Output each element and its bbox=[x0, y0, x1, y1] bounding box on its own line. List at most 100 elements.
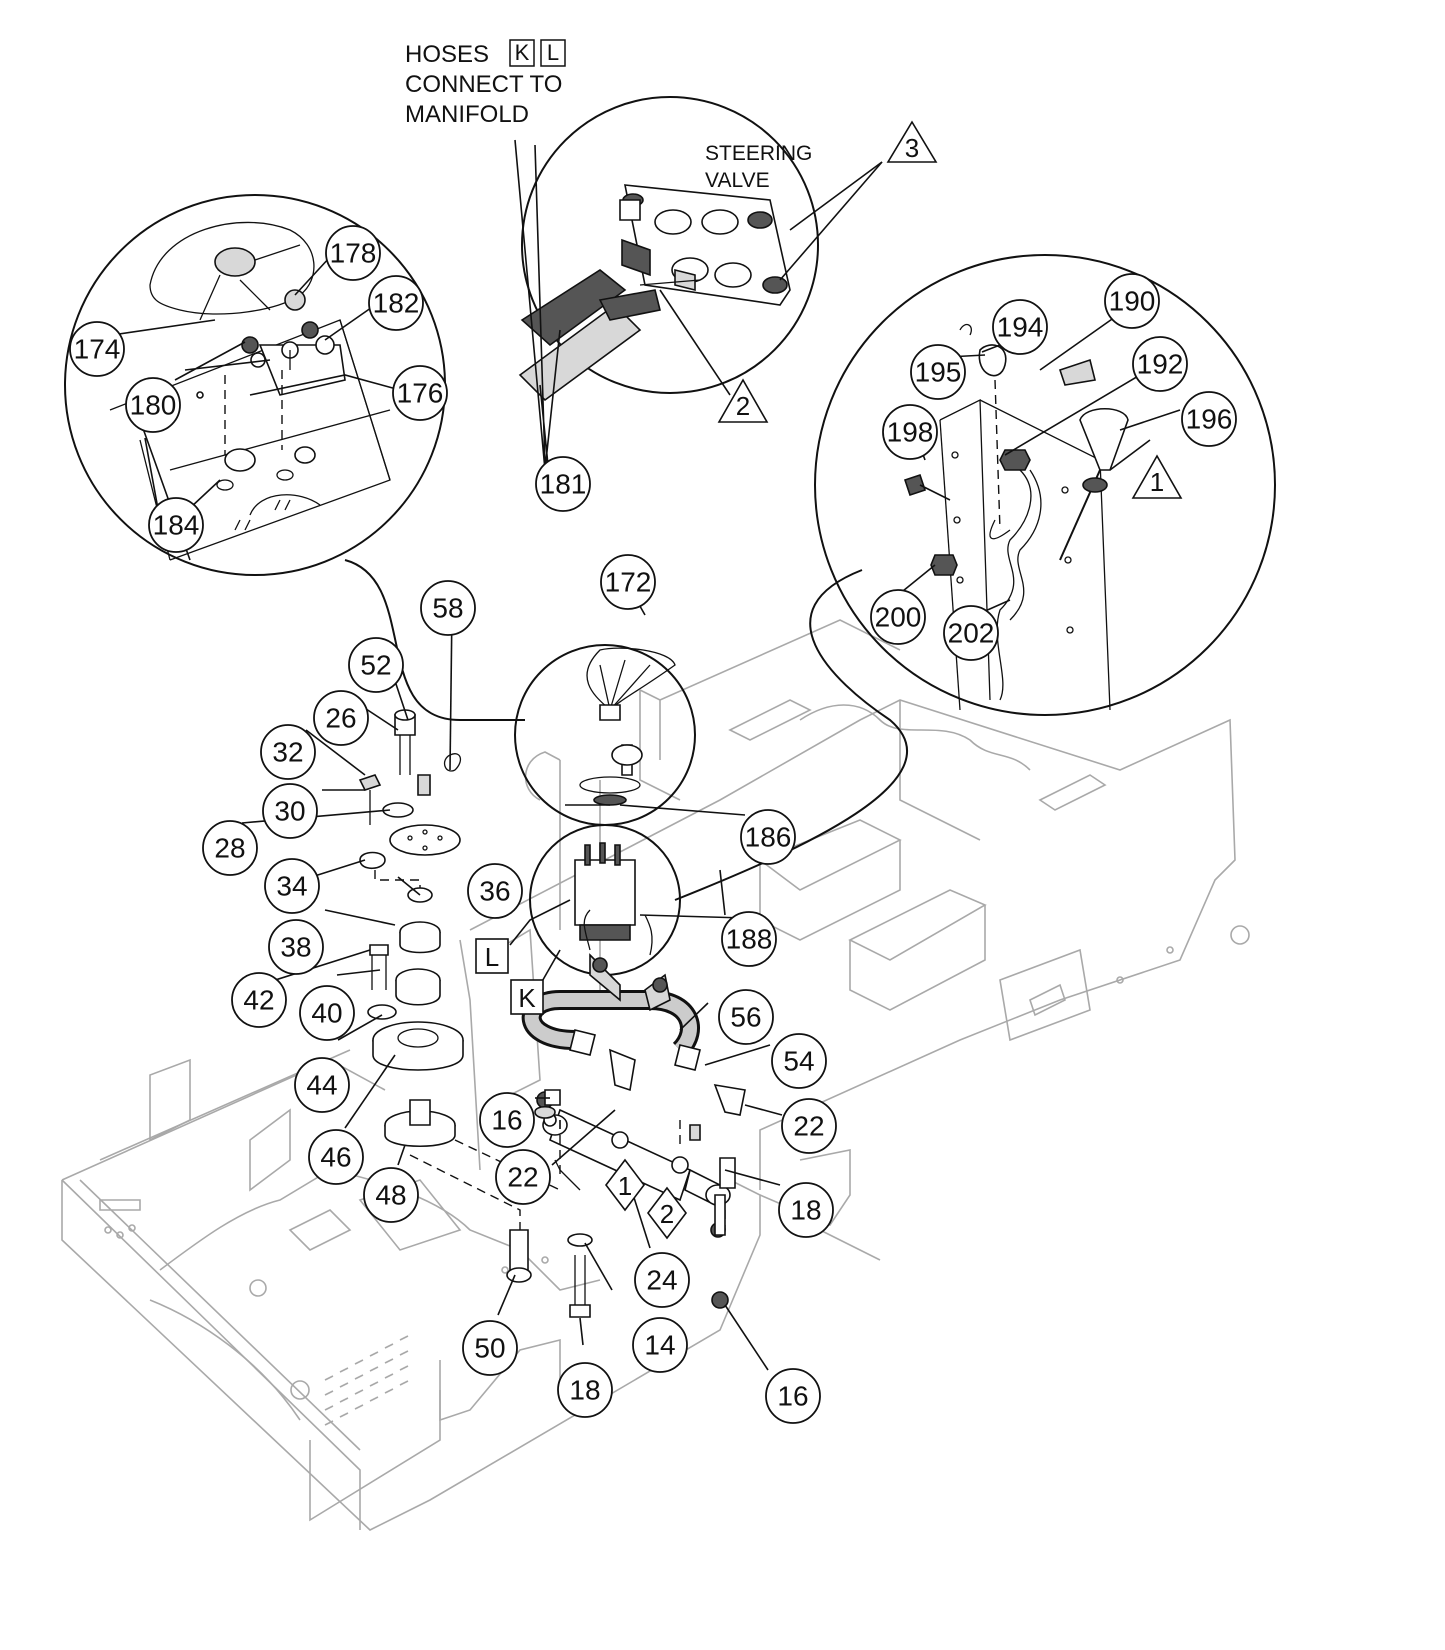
callout-180: 180 bbox=[125, 377, 181, 433]
pedestal-stack bbox=[358, 709, 729, 1318]
callout-32: 32 bbox=[260, 724, 316, 780]
svg-text:186: 186 bbox=[745, 822, 792, 853]
detail-steering-valve bbox=[518, 96, 819, 402]
svg-text:32: 32 bbox=[272, 737, 303, 768]
callout-176: 176 bbox=[392, 365, 448, 421]
callout-30: 30 bbox=[262, 783, 318, 839]
svg-text:2: 2 bbox=[736, 391, 750, 421]
box-l: L bbox=[475, 938, 509, 974]
note-line-1: HOSES bbox=[405, 41, 489, 68]
callout-34: 34 bbox=[264, 858, 320, 914]
svg-text:42: 42 bbox=[243, 985, 274, 1016]
callout-36: 36 bbox=[467, 863, 523, 919]
callout-18-upper: 18 bbox=[778, 1182, 834, 1238]
svg-text:L: L bbox=[485, 942, 499, 972]
svg-text:38: 38 bbox=[280, 932, 311, 963]
svg-text:1: 1 bbox=[1150, 467, 1164, 497]
machine-frame bbox=[61, 619, 1250, 1531]
svg-text:202: 202 bbox=[948, 618, 995, 649]
svg-text:174: 174 bbox=[74, 334, 121, 365]
svg-text:54: 54 bbox=[783, 1046, 814, 1077]
callout-181: 181 bbox=[535, 456, 591, 512]
callout-202: 202 bbox=[943, 605, 999, 661]
svg-text:16: 16 bbox=[777, 1381, 808, 1412]
callout-38: 38 bbox=[268, 919, 324, 975]
svg-text:172: 172 bbox=[605, 567, 652, 598]
triangle-2: 2 bbox=[717, 378, 769, 423]
detail-steering-wheel bbox=[64, 194, 446, 576]
callout-190: 190 bbox=[1104, 273, 1160, 329]
svg-text:22: 22 bbox=[793, 1111, 824, 1142]
svg-text:36: 36 bbox=[479, 876, 510, 907]
callout-54: 54 bbox=[771, 1033, 827, 1089]
svg-text:24: 24 bbox=[646, 1265, 677, 1296]
svg-text:194: 194 bbox=[997, 312, 1044, 343]
steering-valve-line-2: VALVE bbox=[705, 169, 770, 192]
svg-text:192: 192 bbox=[1137, 349, 1184, 380]
diamond-1: 1 bbox=[604, 1158, 646, 1212]
note-box-l: L bbox=[547, 40, 559, 65]
svg-text:16: 16 bbox=[491, 1105, 522, 1136]
callout-44: 44 bbox=[294, 1057, 350, 1113]
callout-194: 194 bbox=[992, 299, 1048, 355]
callout-188: 188 bbox=[721, 911, 777, 967]
callout-46: 46 bbox=[308, 1129, 364, 1185]
callout-200: 200 bbox=[870, 589, 926, 645]
svg-text:190: 190 bbox=[1109, 286, 1156, 317]
detail-lever-wiring bbox=[814, 254, 1276, 716]
svg-text:48: 48 bbox=[375, 1180, 406, 1211]
callout-56: 56 bbox=[718, 989, 774, 1045]
callout-198: 198 bbox=[882, 404, 938, 460]
svg-text:22: 22 bbox=[507, 1162, 538, 1193]
svg-text:3: 3 bbox=[905, 133, 919, 163]
svg-text:198: 198 bbox=[887, 417, 934, 448]
svg-text:52: 52 bbox=[360, 650, 391, 681]
svg-text:178: 178 bbox=[330, 238, 377, 269]
svg-text:184: 184 bbox=[153, 510, 200, 541]
steering-valve-label: STEERING VALVE bbox=[705, 142, 812, 192]
svg-text:K: K bbox=[518, 983, 536, 1013]
svg-text:56: 56 bbox=[730, 1002, 761, 1033]
svg-text:196: 196 bbox=[1186, 404, 1233, 435]
detail-column-lower bbox=[529, 824, 681, 976]
svg-text:58: 58 bbox=[432, 593, 463, 624]
callout-24: 24 bbox=[634, 1252, 690, 1308]
callout-26: 26 bbox=[313, 690, 369, 746]
svg-text:181: 181 bbox=[540, 469, 587, 500]
svg-text:50: 50 bbox=[474, 1333, 505, 1364]
diamond-2: 2 bbox=[646, 1186, 688, 1240]
callout-184: 184 bbox=[148, 497, 204, 553]
callout-192: 192 bbox=[1132, 336, 1188, 392]
callout-40: 40 bbox=[299, 985, 355, 1041]
svg-text:46: 46 bbox=[320, 1142, 351, 1173]
svg-text:176: 176 bbox=[397, 378, 444, 409]
callout-16-upper: 16 bbox=[479, 1092, 535, 1148]
svg-text:200: 200 bbox=[875, 602, 922, 633]
callout-195: 195 bbox=[910, 344, 966, 400]
svg-text:44: 44 bbox=[306, 1070, 337, 1101]
svg-text:182: 182 bbox=[373, 288, 420, 319]
callout-174: 174 bbox=[69, 321, 125, 377]
callout-196: 196 bbox=[1181, 391, 1237, 447]
box-k: K bbox=[510, 979, 544, 1015]
svg-text:1: 1 bbox=[618, 1171, 632, 1201]
callout-178: 178 bbox=[325, 225, 381, 281]
callout-14: 14 bbox=[632, 1317, 688, 1373]
hose-assembly bbox=[521, 909, 746, 1116]
callout-182: 182 bbox=[368, 275, 424, 331]
callout-22-left: 22 bbox=[495, 1149, 551, 1205]
svg-text:28: 28 bbox=[214, 833, 245, 864]
steering-valve-line-1: STEERING bbox=[705, 142, 812, 165]
callout-58: 58 bbox=[420, 580, 476, 636]
note-line-3: MANIFOLD bbox=[405, 101, 529, 128]
svg-text:18: 18 bbox=[569, 1375, 600, 1406]
svg-text:40: 40 bbox=[311, 998, 342, 1029]
callout-16-lower: 16 bbox=[765, 1368, 821, 1424]
callout-172: 172 bbox=[600, 554, 656, 610]
svg-text:34: 34 bbox=[276, 871, 307, 902]
svg-text:2: 2 bbox=[660, 1199, 674, 1229]
detail-column-upper bbox=[514, 644, 696, 826]
callout-22-right: 22 bbox=[781, 1098, 837, 1154]
svg-text:30: 30 bbox=[274, 796, 305, 827]
